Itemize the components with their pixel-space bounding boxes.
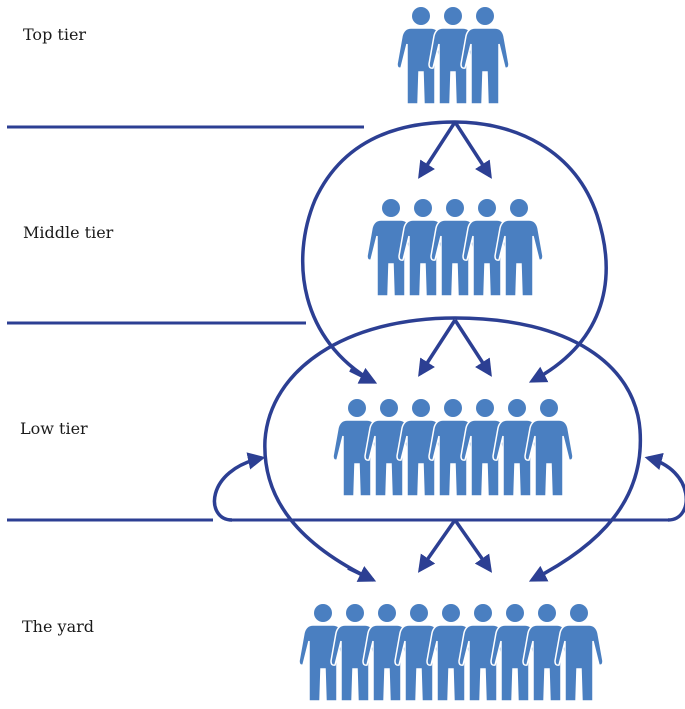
- label-the-yard: The yard: [22, 617, 94, 636]
- split-arrow-top: [418, 121, 492, 179]
- people-group-middle-tier: [366, 199, 544, 297]
- label-low-tier: Low tier: [20, 419, 88, 438]
- people-group-low-tier: [332, 399, 574, 497]
- person-icon: [462, 199, 512, 297]
- person-icon: [492, 399, 542, 497]
- split-arrow-middle: [418, 319, 492, 377]
- person-icon: [330, 604, 380, 702]
- person-icon: [524, 399, 574, 497]
- person-icon: [364, 399, 414, 497]
- cycle-ellipse-middle-left-arrow: [349, 367, 378, 384]
- person-icon: [428, 399, 478, 497]
- person-icon: [490, 604, 540, 702]
- person-icon: [426, 604, 476, 702]
- person-icon: [460, 7, 510, 105]
- person-icon: [398, 199, 448, 297]
- person-icon: [366, 199, 416, 297]
- right-loop-arrow: [644, 453, 685, 522]
- cycle-ellipse-low: [263, 316, 643, 582]
- person-icon: [554, 604, 604, 702]
- person-icon: [298, 604, 348, 702]
- person-icon: [428, 7, 478, 105]
- person-icon: [396, 399, 446, 497]
- person-icon: [332, 399, 382, 497]
- person-icon: [460, 399, 510, 497]
- split-arrow-low: [417, 518, 493, 573]
- person-icon: [458, 604, 508, 702]
- person-icon: [430, 199, 480, 297]
- people-group-top-tier: [396, 7, 510, 105]
- left-loop-arrow: [212, 452, 266, 522]
- person-icon: [522, 604, 572, 702]
- cycle-ellipse-low-left-arrow: [347, 566, 377, 582]
- person-icon: [394, 604, 444, 702]
- person-icon: [494, 199, 544, 297]
- person-icon: [362, 604, 412, 702]
- people-group-the-yard: [298, 604, 604, 702]
- label-top-tier: Top tier: [23, 25, 87, 44]
- label-middle-tier: Middle tier: [23, 223, 114, 242]
- person-icon: [396, 7, 446, 105]
